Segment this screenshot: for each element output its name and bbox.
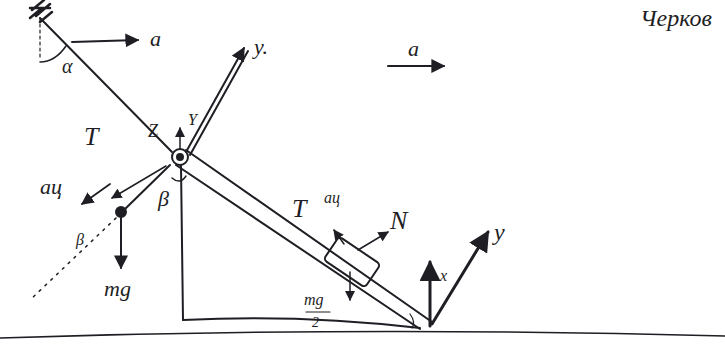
author-note: Черков xyxy=(640,6,712,30)
tension-label: T xyxy=(84,124,98,150)
angle-label: α xyxy=(62,56,73,76)
acceleration-label: a xyxy=(150,28,161,50)
force-label: mg xyxy=(104,278,131,300)
axis-label: Y xyxy=(188,112,197,128)
axis-label: y. xyxy=(254,36,268,58)
force-label: N xyxy=(390,208,407,234)
angle-label: β xyxy=(158,188,169,210)
tension-label: T xyxy=(292,196,306,222)
acceleration-label: aц xyxy=(324,190,340,206)
angle-label: β xyxy=(76,232,84,248)
axis-label: x xyxy=(440,268,447,284)
force-label: mg xyxy=(304,292,324,308)
acceleration-label: a xyxy=(408,38,419,60)
axis-label: Z xyxy=(148,122,158,140)
acceleration-label: aц xyxy=(40,176,62,198)
fraction-denominator: 2 xyxy=(312,316,319,330)
axis-label: y xyxy=(494,220,505,244)
